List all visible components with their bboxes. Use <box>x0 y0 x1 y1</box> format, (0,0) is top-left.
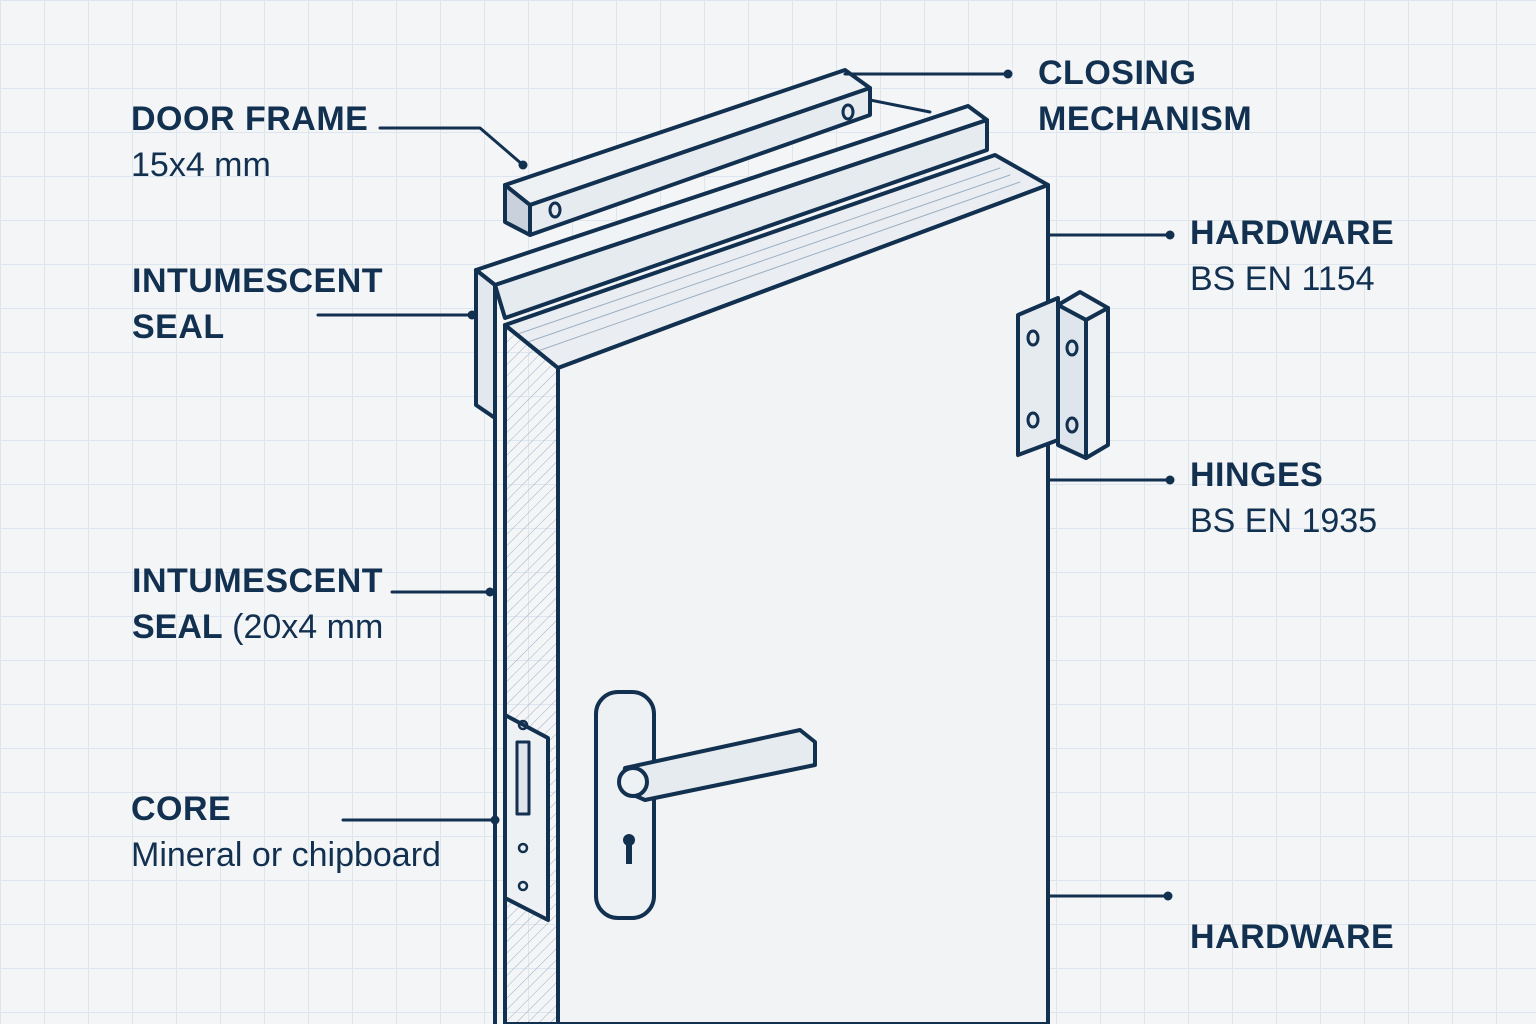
label-closing-line1: CLOSING <box>1038 54 1197 92</box>
closer-arm <box>503 68 872 237</box>
label-hinges-standard: BS EN 1935 <box>1190 502 1378 540</box>
label-closing-line2: MECHANISM <box>1038 100 1253 138</box>
leader-lines <box>316 72 1172 898</box>
label-hardware-bottom-title: HARDWARE <box>1190 918 1395 956</box>
label-intumescent-seal-top: INTUMESCENT SEAL <box>132 258 383 350</box>
label-hinges: HINGES BS EN 1935 <box>1190 452 1377 544</box>
leader-dots <box>467 69 1175 901</box>
label-door-frame: DOOR FRAME 15x4 mm <box>131 96 368 188</box>
door-frame <box>474 104 989 1024</box>
label-core: CORE Mineral or chipboard <box>131 786 441 878</box>
label-seal-side-bold: SEAL <box>132 608 223 646</box>
label-seal-top-line1: INTUMESCENT <box>132 262 384 300</box>
hinge <box>1016 290 1110 460</box>
door-leaf <box>503 153 1050 1024</box>
lever-handle <box>594 690 817 920</box>
label-hardware-top-standard: BS EN 1154 <box>1190 260 1375 298</box>
label-core-material: Mineral or chipboard <box>131 836 441 874</box>
label-seal-top-line2: SEAL <box>132 308 225 346</box>
label-door-frame-size: 15x4 mm <box>131 146 271 184</box>
label-seal-side-size: (20x4 mm <box>232 608 384 646</box>
label-seal-side-title: INTUMESCENT <box>132 562 384 600</box>
label-hardware-bottom: HARDWARE <box>1190 914 1394 960</box>
label-hardware-top: HARDWARE BS EN 1154 <box>1190 210 1394 302</box>
label-hinges-title: HINGES <box>1190 456 1324 494</box>
lock-strike-plate <box>503 713 550 922</box>
label-intumescent-seal-side: INTUMESCENT SEAL (20x4 mm <box>132 558 383 650</box>
label-core-title: CORE <box>131 790 232 828</box>
label-door-frame-title: DOOR FRAME <box>131 100 369 138</box>
label-hardware-top-title: HARDWARE <box>1190 214 1395 252</box>
label-closing-mechanism: CLOSING MECHANISM <box>1038 50 1252 142</box>
